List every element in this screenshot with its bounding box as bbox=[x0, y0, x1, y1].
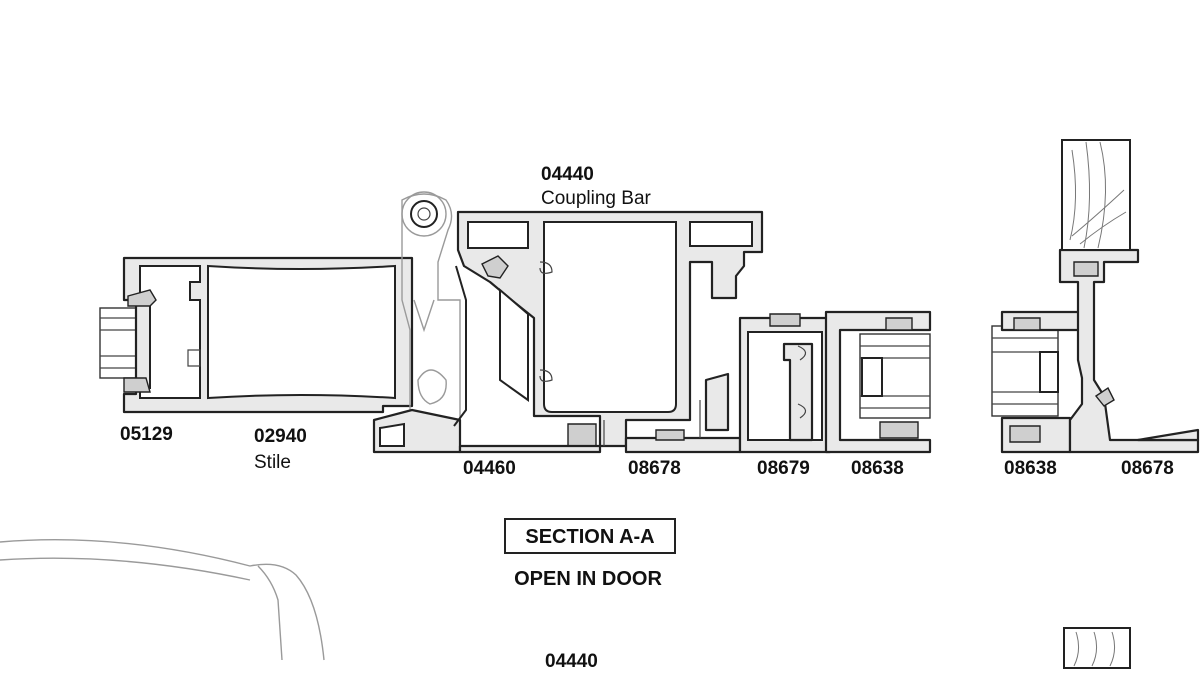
glazing-08638-left bbox=[824, 310, 932, 454]
frame-04460 bbox=[372, 265, 602, 454]
section-title: SECTION A-A bbox=[525, 526, 654, 548]
right-section bbox=[991, 139, 1200, 454]
label-02940: 02940 bbox=[254, 426, 307, 447]
label-stile: Stile bbox=[254, 452, 291, 473]
label-04460: 04460 bbox=[463, 458, 516, 479]
label-08679: 08679 bbox=[757, 458, 810, 479]
coupling-bar-desc: Coupling Bar bbox=[541, 188, 652, 209]
coupling-bar-code: 04440 bbox=[541, 164, 594, 185]
lower-code-cut: 04440 bbox=[545, 651, 598, 672]
sofa-sketch bbox=[0, 539, 325, 661]
adaptor-08679 bbox=[738, 313, 832, 454]
section-subtitle: OPEN IN DOOR bbox=[514, 568, 662, 590]
label-05129: 05129 bbox=[120, 424, 173, 445]
label-08678-right: 08678 bbox=[1121, 458, 1174, 479]
coupling-bar-profile bbox=[456, 210, 764, 448]
label-08638-left: 08638 bbox=[851, 458, 904, 479]
lower-partial-drawing bbox=[520, 627, 1131, 675]
stile-profile bbox=[122, 256, 414, 414]
label-08638-right: 08638 bbox=[1004, 458, 1057, 479]
frame-08678-left bbox=[624, 372, 742, 454]
label-08678-left: 08678 bbox=[628, 458, 681, 479]
section-title-box bbox=[504, 518, 676, 554]
